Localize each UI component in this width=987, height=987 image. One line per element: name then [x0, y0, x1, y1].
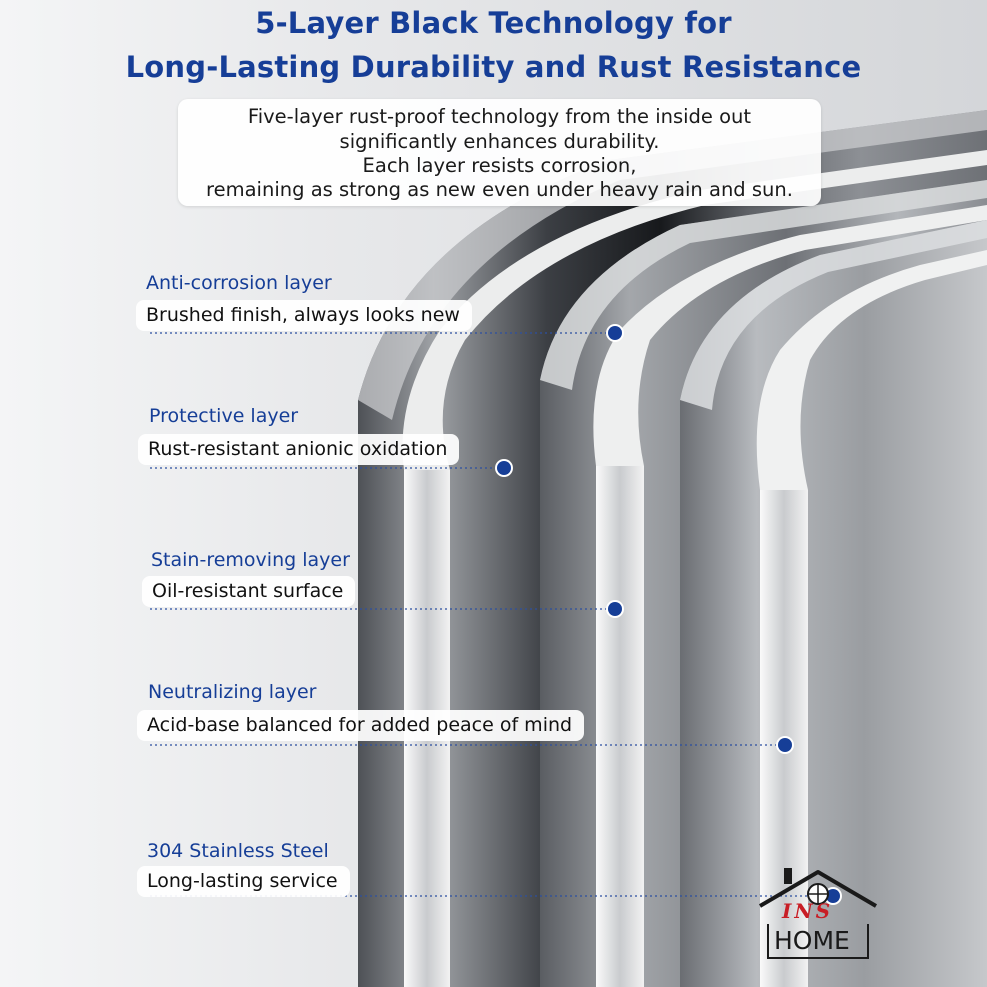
intro-line: Five-layer rust-proof technology from th… — [247, 105, 752, 128]
title-line-1: 5-Layer Black Technology for — [255, 6, 732, 40]
intro-line: remaining as strong as new even under he… — [206, 178, 793, 201]
layer-marker-dot — [495, 459, 513, 477]
intro-box: Five-layer rust-proof technology from th… — [178, 99, 821, 206]
layer-description: Oil-resistant surface — [142, 576, 356, 607]
title-line-2: Long-Lasting Durability and Rust Resista… — [125, 50, 862, 84]
intro-line: significantly enhances durability. — [339, 130, 660, 153]
house-roof-logo — [758, 868, 878, 959]
layer-description: Rust-resistant anionic oxidation — [138, 434, 460, 465]
brand-ins: INS — [782, 899, 834, 923]
layer-marker-dot — [606, 600, 624, 618]
layer-name: Protective layer — [149, 405, 299, 427]
layer-marker-dot — [606, 324, 624, 342]
layer-description: Acid-base balanced for added peace of mi… — [137, 710, 585, 741]
layer-marker-dot — [776, 736, 794, 754]
layer-name: Anti-corrosion layer — [146, 272, 332, 294]
ins-home-logo: INS HOME — [756, 858, 880, 966]
intro-line: Each layer resists corrosion, — [362, 154, 637, 177]
layer-name: Stain-removing layer — [151, 549, 350, 571]
layer-name: Neutralizing layer — [148, 681, 317, 703]
layer-description: Brushed finish, always looks new — [136, 300, 472, 331]
brand-home: HOME — [774, 926, 850, 955]
layer-name: 304 Stainless Steel — [147, 840, 329, 862]
layer-description: Long-lasting service — [137, 866, 350, 897]
